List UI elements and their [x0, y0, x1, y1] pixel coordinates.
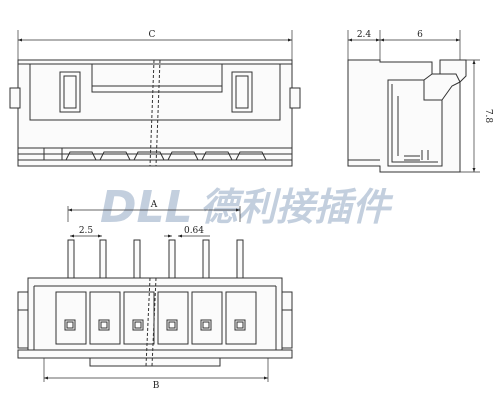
- dim-height-label: 7.8: [483, 109, 493, 124]
- dim-depth-label: 6: [417, 30, 423, 40]
- dim-pitch-label: 2.5: [79, 226, 94, 236]
- dim-pin-label: 0.64: [184, 226, 204, 236]
- dim-b-label: B: [153, 381, 160, 391]
- watermark-cjk: 德利接插件: [200, 185, 394, 229]
- dim-width-label: 2.4: [357, 30, 372, 40]
- dim-a-label: A: [150, 200, 158, 210]
- side-view: [347, 30, 480, 173]
- dim-c-label: C: [149, 30, 156, 40]
- contact-cells: [55, 291, 257, 345]
- pins: [67, 239, 244, 279]
- bottom-view: [17, 206, 293, 382]
- front-view: [9, 30, 301, 167]
- watermark-latin: DLL: [100, 182, 193, 233]
